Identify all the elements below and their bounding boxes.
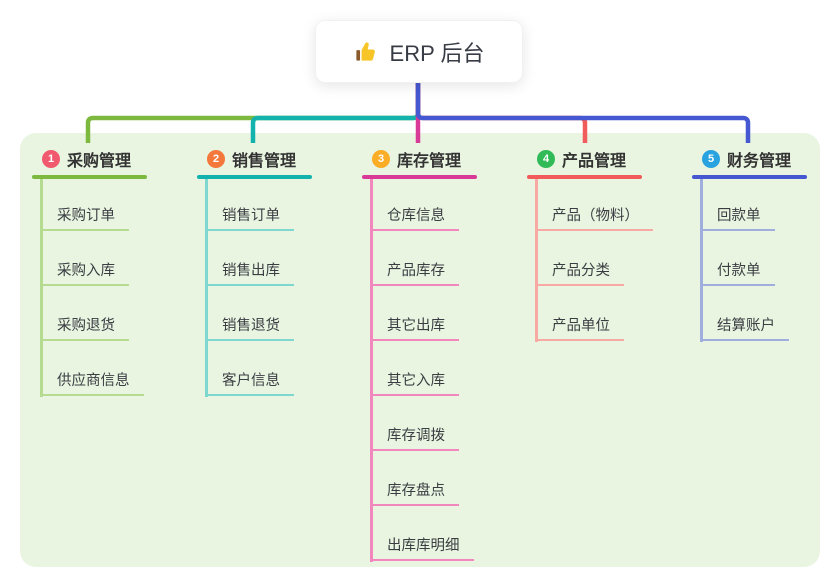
child-node[interactable]: 其它出库 bbox=[370, 286, 459, 341]
child-node[interactable]: 库存调拨 bbox=[370, 396, 459, 451]
branch-trunk-line bbox=[535, 178, 538, 342]
branch-header[interactable]: 1 采购管理 bbox=[32, 146, 202, 172]
child-node[interactable]: 出库库明细 bbox=[370, 506, 474, 561]
branch-trunk-line bbox=[700, 178, 703, 342]
branch-underline bbox=[527, 175, 642, 179]
branch: 2 销售管理 销售订单销售出库销售退货客户信息 bbox=[197, 146, 367, 397]
child-node[interactable]: 产品（物料） bbox=[535, 179, 653, 231]
root-node[interactable]: ERP 后台 bbox=[315, 20, 523, 83]
child-node-label: 其它入库 bbox=[387, 372, 445, 389]
child-node-label: 产品单位 bbox=[552, 317, 610, 334]
branch-number-badge: 1 bbox=[42, 150, 60, 168]
child-node-label: 采购退货 bbox=[57, 317, 115, 334]
branch-children: 仓库信息产品库存其它出库其它入库库存调拨库存盘点出库库明细 bbox=[370, 179, 532, 561]
child-node-label: 供应商信息 bbox=[57, 372, 130, 389]
branch-trunk-line bbox=[40, 178, 43, 397]
branch-label: 库存管理 bbox=[397, 153, 462, 170]
branch-header[interactable]: 5 财务管理 bbox=[692, 146, 839, 172]
child-node-label: 采购入库 bbox=[57, 262, 115, 279]
child-node-label: 销售出库 bbox=[222, 262, 280, 279]
child-node-label: 产品库存 bbox=[387, 262, 445, 279]
branch-children: 销售订单销售出库销售退货客户信息 bbox=[205, 179, 367, 396]
child-node[interactable]: 结算账户 bbox=[700, 286, 789, 341]
child-node-label: 产品分类 bbox=[552, 262, 610, 279]
child-node-label: 其它出库 bbox=[387, 317, 445, 334]
child-node[interactable]: 销售订单 bbox=[205, 179, 294, 231]
child-node-label: 库存盘点 bbox=[387, 482, 445, 499]
child-node[interactable]: 客户信息 bbox=[205, 341, 294, 396]
branch-children: 采购订单采购入库采购退货供应商信息 bbox=[40, 179, 202, 396]
child-node[interactable]: 产品分类 bbox=[535, 231, 624, 286]
branch-underline bbox=[692, 175, 807, 179]
branch-number-badge: 4 bbox=[537, 150, 555, 168]
thumbs-up-icon bbox=[354, 39, 380, 65]
child-node-label: 采购订单 bbox=[57, 207, 115, 224]
child-node[interactable]: 库存盘点 bbox=[370, 451, 459, 506]
child-node[interactable]: 采购入库 bbox=[40, 231, 129, 286]
child-node-label: 客户信息 bbox=[222, 372, 280, 389]
child-node-label: 出库库明细 bbox=[387, 537, 460, 554]
branch-header[interactable]: 4 产品管理 bbox=[527, 146, 697, 172]
branch-underline bbox=[32, 175, 147, 179]
child-node-label: 销售退货 bbox=[222, 317, 280, 334]
branch-label: 产品管理 bbox=[562, 153, 627, 170]
branch-underline bbox=[197, 175, 312, 179]
child-node[interactable]: 回款单 bbox=[700, 179, 775, 231]
branch-trunk-line bbox=[370, 178, 373, 562]
branch: 3 库存管理 仓库信息产品库存其它出库其它入库库存调拨库存盘点出库库明细 bbox=[362, 146, 532, 562]
branch-underline bbox=[362, 175, 477, 179]
child-node[interactable]: 产品库存 bbox=[370, 231, 459, 286]
child-node[interactable]: 采购订单 bbox=[40, 179, 129, 231]
branch-number-badge: 2 bbox=[207, 150, 225, 168]
child-node[interactable]: 仓库信息 bbox=[370, 179, 459, 231]
branch-label: 销售管理 bbox=[232, 153, 297, 170]
branch-trunk-line bbox=[205, 178, 208, 397]
background-panel bbox=[20, 133, 820, 567]
child-node-label: 结算账户 bbox=[717, 317, 775, 334]
branch-header[interactable]: 3 库存管理 bbox=[362, 146, 532, 172]
child-node-label: 回款单 bbox=[717, 207, 761, 224]
branch-number-badge: 5 bbox=[702, 150, 720, 168]
branch-children: 产品（物料） 产品分类产品单位 bbox=[535, 179, 697, 341]
child-node-label: 付款单 bbox=[717, 262, 761, 279]
root-title: ERP 后台 bbox=[389, 40, 485, 66]
child-node[interactable]: 采购退货 bbox=[40, 286, 129, 341]
child-node[interactable]: 销售退货 bbox=[205, 286, 294, 341]
child-node-label: 库存调拨 bbox=[387, 427, 445, 444]
branch: 4 产品管理 产品（物料） 产品分类产品单位 bbox=[527, 146, 697, 342]
branch: 1 采购管理 采购订单采购入库采购退货供应商信息 bbox=[32, 146, 202, 397]
branch: 5 财务管理 回款单付款单结算账户 bbox=[692, 146, 839, 342]
child-node-label: 产品（物料） bbox=[552, 207, 639, 224]
branch-children: 回款单付款单结算账户 bbox=[700, 179, 839, 341]
child-node[interactable]: 供应商信息 bbox=[40, 341, 144, 396]
branch-header[interactable]: 2 销售管理 bbox=[197, 146, 367, 172]
branch-label: 财务管理 bbox=[727, 153, 792, 170]
child-node[interactable]: 其它入库 bbox=[370, 341, 459, 396]
child-node[interactable]: 销售出库 bbox=[205, 231, 294, 286]
branch-number-badge: 3 bbox=[372, 150, 390, 168]
child-node-label: 仓库信息 bbox=[387, 207, 445, 224]
child-node[interactable]: 付款单 bbox=[700, 231, 775, 286]
child-node[interactable]: 产品单位 bbox=[535, 286, 624, 341]
child-node-label: 销售订单 bbox=[222, 207, 280, 224]
branch-label: 采购管理 bbox=[67, 153, 132, 170]
